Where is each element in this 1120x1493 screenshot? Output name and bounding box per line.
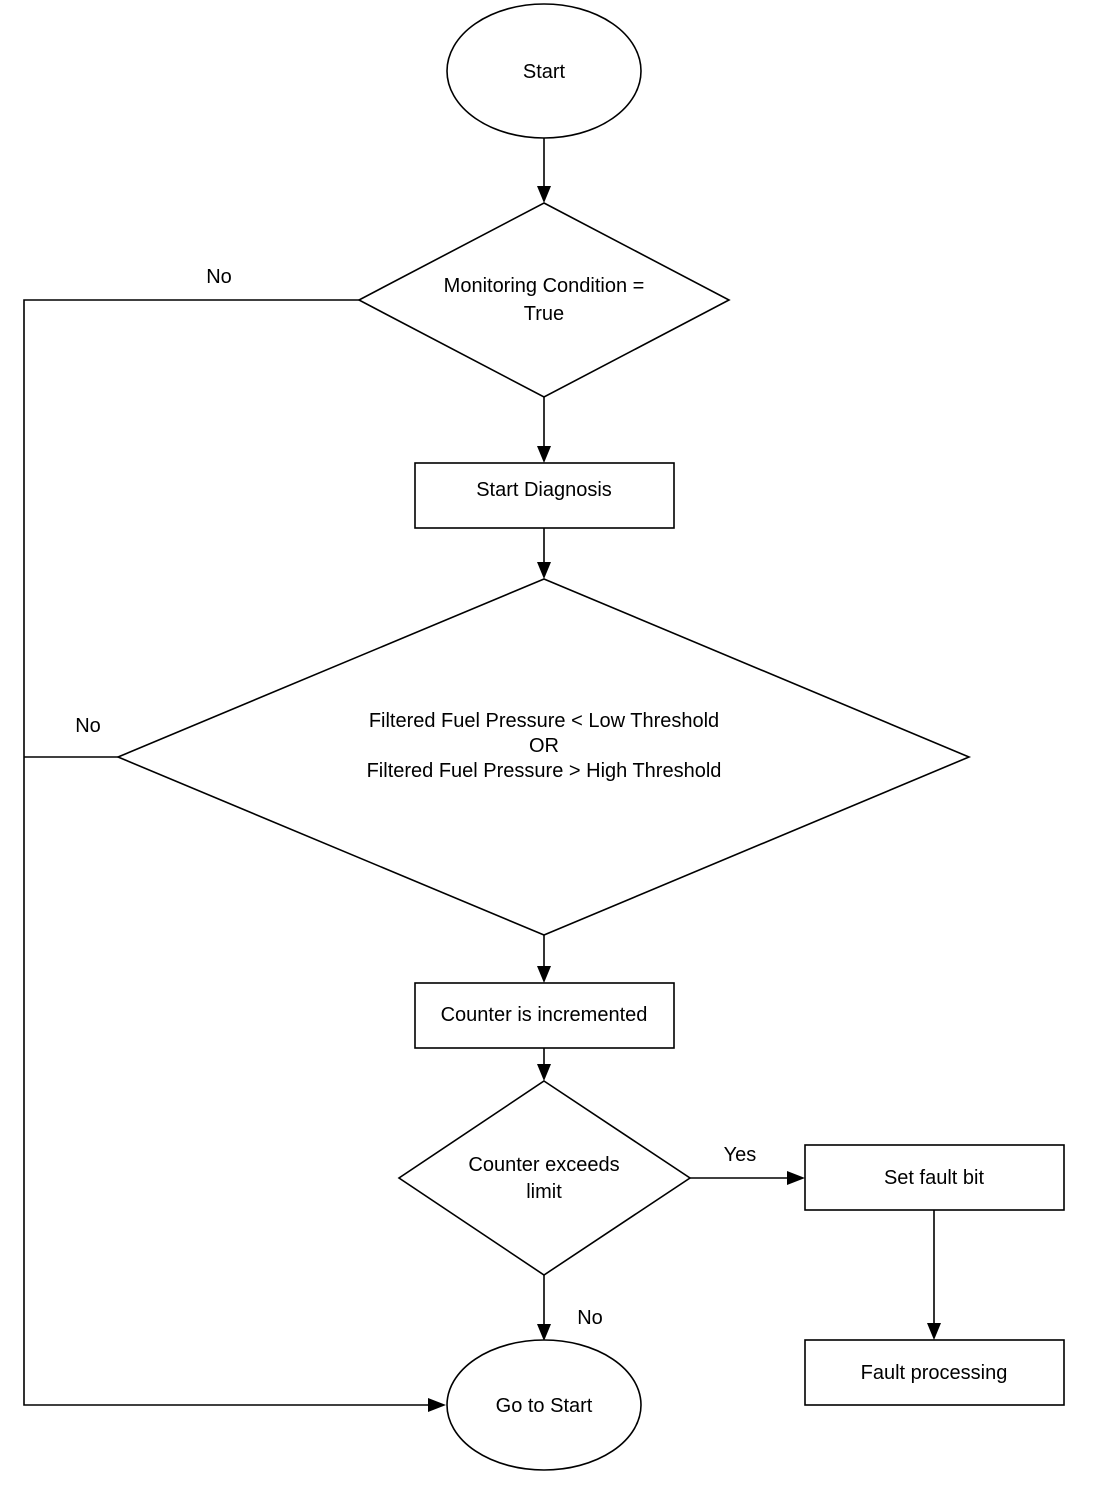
fault-processing-process <box>804 1339 1065 1406</box>
counter-exceeds-label-line1: Counter exceeds <box>468 1154 619 1176</box>
edge-label-monitoring-no: No <box>206 266 232 288</box>
arrowhead-fault-bit <box>787 1171 805 1185</box>
edge-label-counter-no: No <box>577 1307 603 1329</box>
set-fault-bit-process <box>804 1144 1065 1211</box>
fault-processing-label: Fault processing <box>861 1362 1008 1384</box>
pressure-label-line2: OR <box>529 735 559 757</box>
counter-exceeds-decision <box>397 1080 692 1276</box>
counter-exceeds-label-line2: limit <box>526 1181 562 1203</box>
pressure-label-line3: Filtered Fuel Pressure > High Threshold <box>367 760 722 782</box>
monitoring-label-line1: Monitoring Condition = <box>444 275 645 297</box>
edge-label-pressure-no: No <box>75 715 101 737</box>
monitoring-label-line2: True <box>524 303 564 325</box>
arrowhead-goto-top <box>537 1324 551 1341</box>
arrowhead-diagnosis <box>537 446 551 463</box>
pressure-decision <box>115 578 972 936</box>
arrowhead-exceeds <box>537 1064 551 1081</box>
arrowhead-pressure <box>537 562 551 579</box>
go-to-start-terminal <box>446 1339 642 1471</box>
arrowhead-counter <box>537 966 551 983</box>
go-to-start-label: Go to Start <box>496 1395 593 1417</box>
counter-incremented-process <box>414 982 675 1049</box>
pressure-label-line1: Filtered Fuel Pressure < Low Threshold <box>369 710 719 732</box>
monitoring-decision <box>357 202 731 398</box>
start-label: Start <box>523 61 566 83</box>
start-diagnosis-process <box>414 462 675 529</box>
connector-monitoring-no-return <box>23 299 430 1406</box>
arrowhead-fault-processing <box>927 1323 941 1340</box>
set-fault-bit-label: Set fault bit <box>884 1167 985 1189</box>
arrowhead-monitoring <box>537 186 551 203</box>
start-diagnosis-label: Start Diagnosis <box>476 479 612 501</box>
arrowhead-goto-left <box>428 1398 446 1412</box>
start-terminal <box>446 3 642 139</box>
counter-incremented-label: Counter is incremented <box>441 1004 648 1026</box>
edge-label-counter-yes: Yes <box>724 1144 757 1166</box>
